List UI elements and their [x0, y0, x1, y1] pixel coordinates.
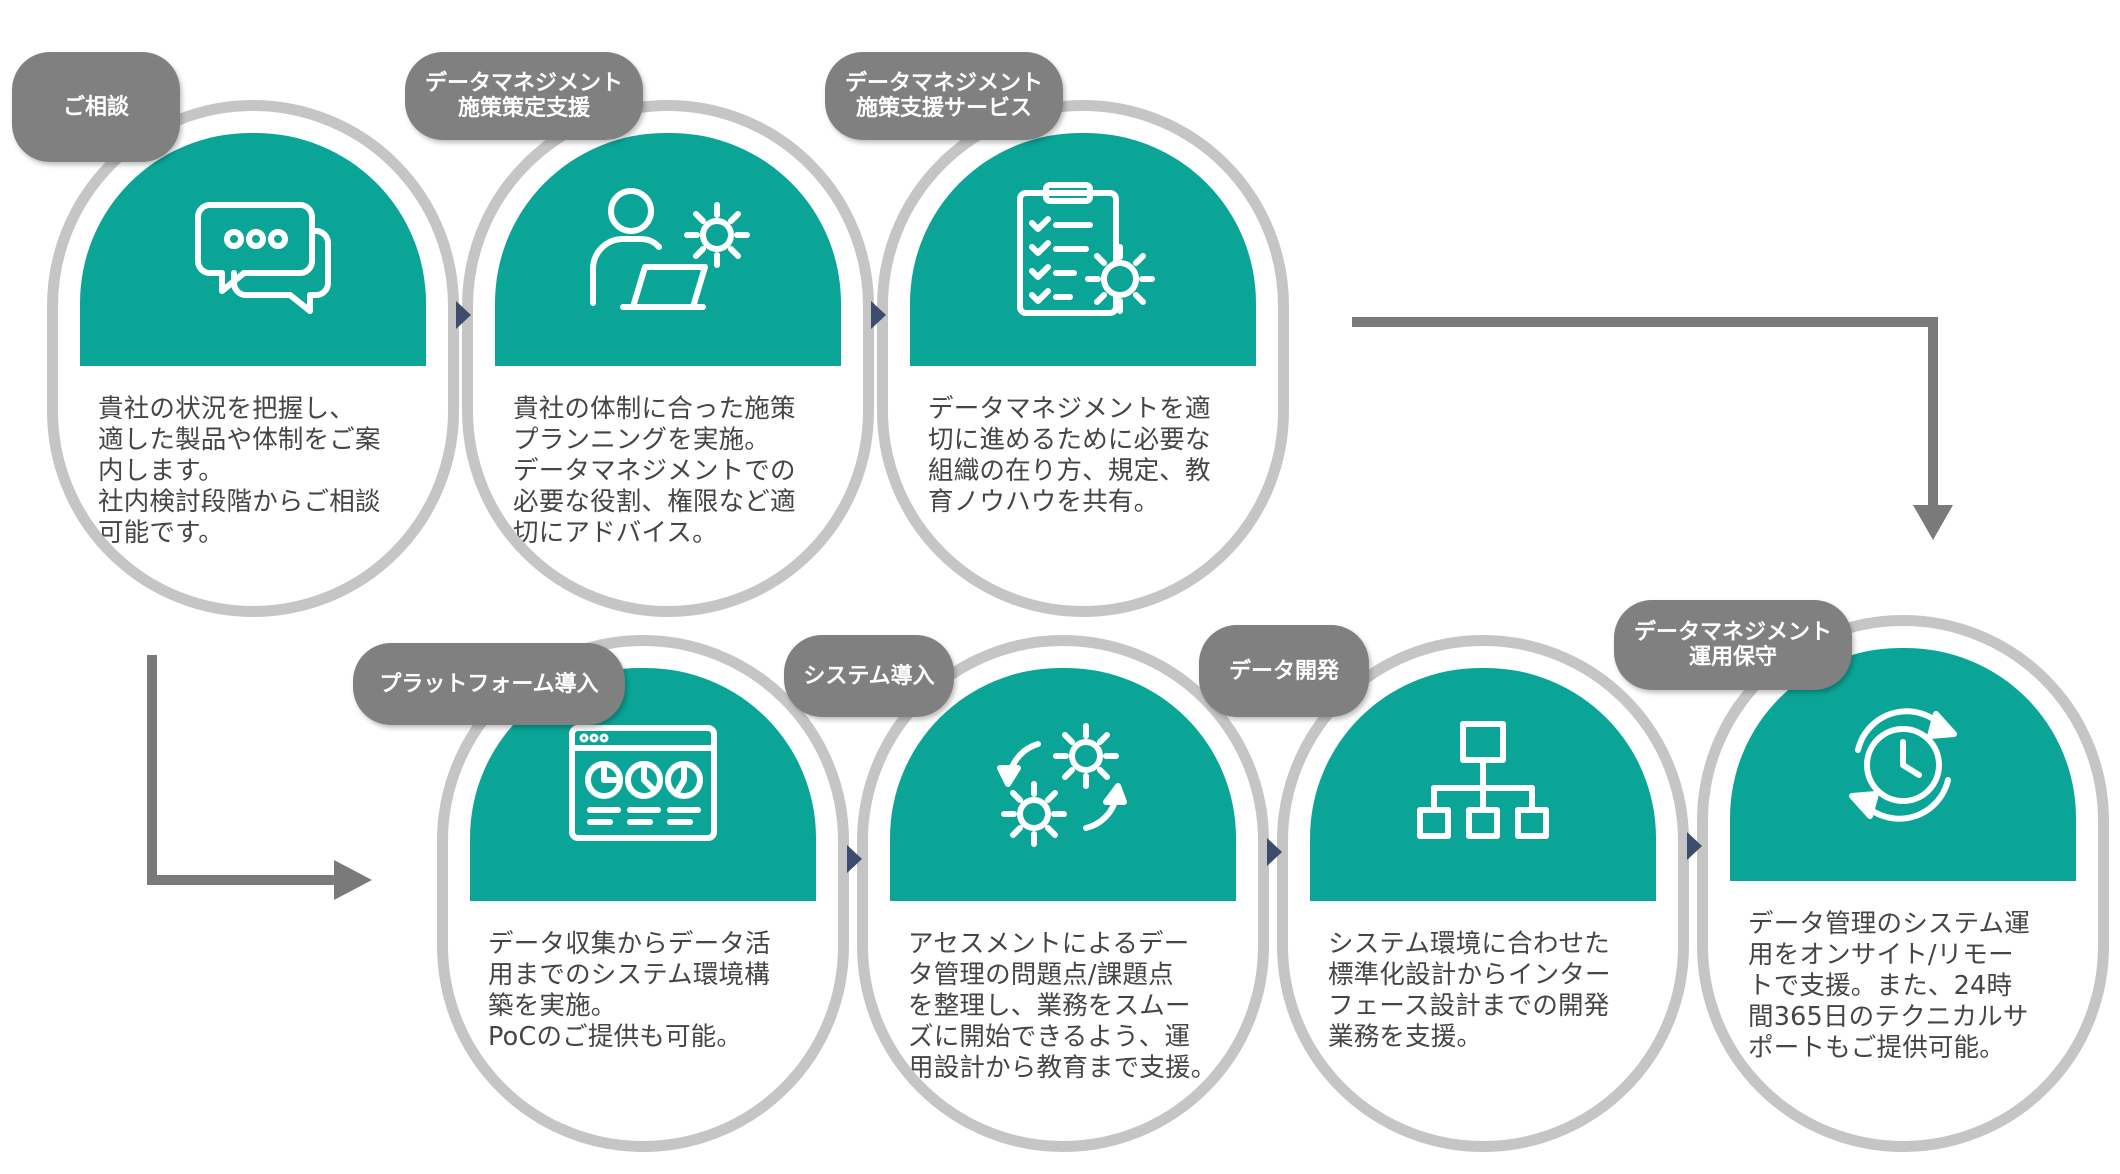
step-card-system: アセスメントによるデー タ管理の問題点/課題点 を整理し、業務をスムー ズに開始…: [857, 635, 1269, 1152]
step-description: データ収集からデータ活 用までのシステム環境構 築を実施。 PoCのご提供も可能…: [488, 929, 771, 1052]
step-card-data-development: システム環境に合わせた 標準化設計からインター フェース設計までの開発 業務を支…: [1277, 635, 1689, 1152]
clock-cycle-icon: [1849, 707, 1957, 822]
arrow-to-lower-row: [1352, 317, 1953, 540]
step-description: アセスメントによるデー タ管理の問題点/課題点 を整理し、業務をスムー ズに開始…: [908, 929, 1217, 1083]
clipboard-gear-icon: [1017, 181, 1155, 316]
step-card-policy-support: データマネジメントを適 切に進めるために必要な 組織の在り方、規定、教 育ノウハ…: [877, 100, 1289, 617]
step-badge-platform: プラットフォーム導入: [353, 643, 625, 725]
dashboard-window-icon: [569, 724, 717, 841]
step-description: データマネジメントを適 切に進めるために必要な 組織の在り方、規定、教 育ノウハ…: [928, 394, 1211, 517]
step-description: 貴社の状況を把握し、 適した製品や体制をご案 内します。 社内検討段階からご相談…: [98, 394, 381, 548]
step-pointer: [1687, 832, 1702, 860]
step-header: [1310, 668, 1656, 901]
hierarchy-chart-icon: [1417, 720, 1549, 839]
step-badge-operation-maintenance: データマネジメント 運用保守: [1614, 600, 1852, 690]
consultant-laptop-gear-icon: [590, 187, 750, 310]
step-card-platform: データ収集からデータ活 用までのシステム環境構 築を実施。 PoCのご提供も可能…: [437, 635, 849, 1152]
step-card-policy-planning: 貴社の体制に合った施策 プランニングを実施。 データマネジメントでの 必要な役割…: [462, 100, 874, 617]
step-header: [495, 133, 841, 366]
step-badge-consultation: ご相談: [12, 52, 180, 162]
chat-bubbles-icon: [195, 201, 331, 314]
step-header: [910, 133, 1256, 366]
step-badge-data-development: データ開発: [1199, 625, 1369, 717]
gears-cycle-icon: [997, 722, 1127, 847]
step-badge-system: システム導入: [784, 635, 954, 717]
step-description: システム環境に合わせた 標準化設計からインター フェース設計までの開発 業務を支…: [1328, 929, 1611, 1052]
step-description: 貴社の体制に合った施策 プランニングを実施。 データマネジメントでの 必要な役割…: [513, 394, 796, 548]
step-pointer: [456, 301, 471, 329]
step-card-consultation: 貴社の状況を把握し、 適した製品や体制をご案 内します。 社内検討段階からご相談…: [47, 100, 459, 617]
step-pointer: [1267, 838, 1282, 866]
step-badge-policy-support: データマネジメント 施策支援サービス: [825, 52, 1063, 140]
step-card-operation-maintenance: データ管理のシステム運 用をオンサイト/リモー トで支援。また、24時 間365…: [1697, 615, 2109, 1152]
step-badge-policy-planning: データマネジメント 施策策定支援: [405, 52, 643, 140]
step-pointer: [871, 301, 886, 329]
arrow-into-lower-row: [147, 655, 372, 900]
step-pointer: [847, 845, 862, 873]
step-description: データ管理のシステム運 用をオンサイト/リモー トで支援。また、24時 間365…: [1748, 909, 2030, 1063]
step-header: [80, 133, 426, 366]
